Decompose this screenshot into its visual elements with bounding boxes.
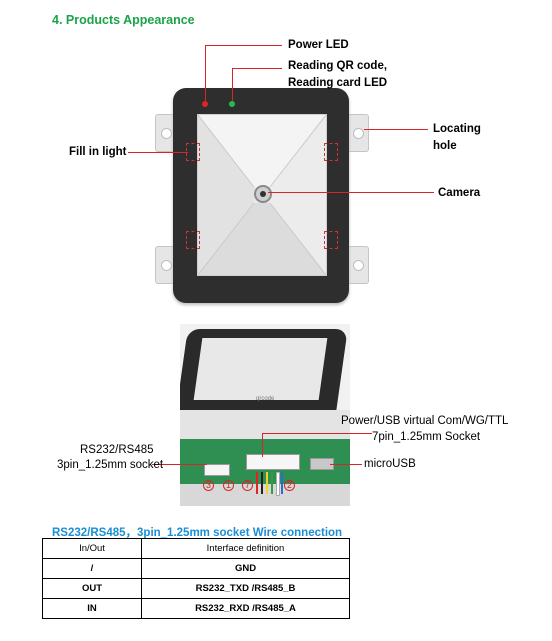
locating-tab-bottom-right [347, 246, 369, 284]
pin-number: 7 [242, 480, 253, 491]
wire-black [261, 472, 263, 494]
camera-icon [254, 185, 272, 203]
fill-light-marker [324, 143, 338, 161]
locating-tab-bottom-left [155, 246, 177, 284]
callout-line [262, 433, 372, 434]
rs-socket-label-1: RS232/RS485 [80, 444, 154, 456]
locating-tab-top-right [347, 114, 369, 152]
wire-connection-table: In/Out Interface definition / GND OUT RS… [42, 538, 350, 619]
fill-in-light-label: Fill in light [69, 146, 127, 158]
scanner-glass [193, 338, 328, 400]
table-cell: OUT [42, 578, 142, 599]
wire-yellow [266, 472, 268, 494]
table-cell: RS232_TXD /RS485_B [141, 578, 350, 599]
callout-line [128, 152, 188, 153]
photo-caption: qrcode [256, 396, 275, 402]
scan-window-bevel [198, 115, 326, 275]
power-led-icon [202, 101, 208, 107]
reading-led-label-1: Reading QR code, [288, 60, 388, 72]
table-header-cell: In/Out [42, 538, 142, 559]
table-cell: IN [42, 598, 142, 619]
rs-socket-label-2: 3pin_1.25mm socket [57, 459, 164, 471]
power-connector [246, 454, 300, 470]
table-header-row: In/Out Interface definition [42, 538, 350, 559]
locating-hole-icon [161, 260, 172, 271]
power-socket-label-2: 7pin_1.25mm Socket [372, 431, 481, 443]
table-header-cell: Interface definition [141, 538, 350, 559]
base-plate [180, 484, 350, 506]
locating-hole-label-2: hole [433, 140, 457, 152]
pin-number: 3 [203, 480, 214, 491]
callout-line [330, 464, 362, 465]
callout-line [364, 129, 428, 130]
fill-light-marker [186, 231, 200, 249]
table-cell: RS232_RXD /RS485_A [141, 598, 350, 619]
table-row: OUT RS232_TXD /RS485_B [42, 578, 350, 599]
power-socket-label-1: Power/USB virtual Com/WG/TTL [341, 415, 509, 427]
wire-blue [281, 472, 283, 494]
callout-line [152, 464, 207, 465]
locating-hole-icon [353, 128, 364, 139]
callout-line [268, 192, 434, 193]
callout-line [205, 45, 282, 46]
fill-light-marker [186, 143, 200, 161]
callout-line [205, 45, 206, 101]
camera-label: Camera [438, 187, 481, 199]
table-row: / GND [42, 558, 350, 579]
micro-usb-label: microUSB [364, 458, 416, 470]
bottom-view-photo: qrcode 3 1 7 2 [180, 324, 350, 506]
reading-led-icon [229, 101, 235, 107]
callout-line [232, 68, 282, 69]
reading-led-label-2: Reading card LED [288, 77, 388, 89]
pin-number: 1 [223, 480, 234, 491]
pin-number: 2 [284, 480, 295, 491]
power-led-label: Power LED [288, 39, 349, 51]
section-title: 4. Products Appearance [52, 13, 195, 27]
wire-white [276, 472, 280, 496]
rs232-connector [204, 464, 230, 476]
table-cell: GND [141, 558, 350, 579]
locating-hole-label-1: Locating [433, 123, 481, 135]
table-title: RS232/RS485，3pin_1.25mm socket Wire conn… [52, 527, 343, 539]
wire-green [271, 472, 273, 494]
locating-hole-icon [353, 260, 364, 271]
callout-line [262, 433, 263, 457]
fill-light-marker [324, 231, 338, 249]
locating-hole-icon [161, 128, 172, 139]
wire-red [256, 472, 258, 494]
table-row: IN RS232_RXD /RS485_A [42, 598, 350, 619]
table-cell: / [42, 558, 142, 579]
callout-line [232, 68, 233, 101]
